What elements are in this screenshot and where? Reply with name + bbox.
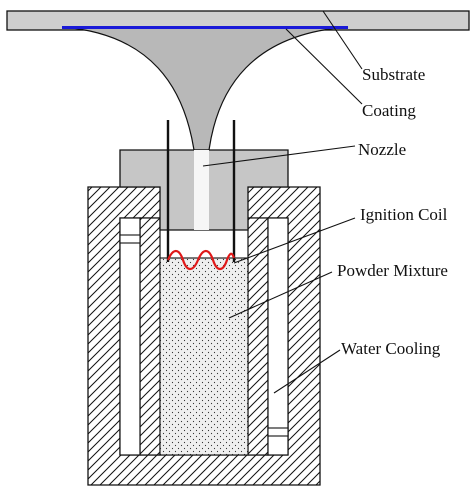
substrate-label: Substrate [362, 65, 425, 84]
water-port-left [119, 234, 141, 244]
water-channel-left [119, 217, 141, 456]
substrate-leader [322, 10, 363, 70]
nozzle-label: Nozzle [358, 140, 406, 159]
leader-lines [202, 10, 363, 394]
coating-label: Coating [362, 101, 416, 120]
nozzle-leader [202, 145, 356, 167]
powder-mixture-leader [228, 271, 333, 319]
ignition-coil-leader [233, 217, 356, 264]
water-cooling-leader [273, 349, 341, 394]
water-channel-right [267, 217, 289, 456]
ignition-coil [166, 249, 236, 271]
nozzle-channel [194, 150, 209, 230]
water-port-right [267, 427, 289, 437]
spray-plume [61, 26, 349, 151]
left-partition-wall [139, 217, 161, 456]
coating-leader [285, 28, 363, 105]
powder-mixture [159, 257, 249, 456]
ignition-coil-label: Ignition Coil [360, 205, 448, 224]
water-cooling-label: Water Cooling [341, 339, 441, 358]
powder-mixture-label: Powder Mixture [337, 261, 448, 280]
